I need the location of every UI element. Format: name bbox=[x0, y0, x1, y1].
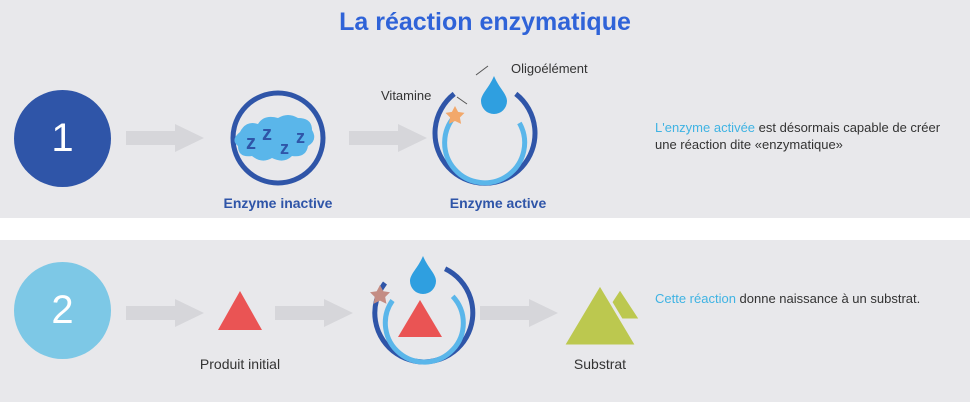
step-1-description: L'enzyme activée est désormais capable d… bbox=[655, 119, 945, 153]
svg-text:z: z bbox=[296, 127, 305, 147]
step-2-band bbox=[0, 240, 970, 402]
page-title: La réaction enzymatique bbox=[339, 8, 631, 36]
svg-text:z: z bbox=[280, 138, 289, 158]
arrow-icon bbox=[480, 299, 558, 327]
step-1-description-text: est désormais capable de créer une réact… bbox=[655, 120, 941, 152]
arrow-icon bbox=[126, 299, 204, 327]
svg-text:z: z bbox=[246, 132, 256, 154]
substrate-label: Substrat bbox=[573, 356, 627, 372]
arrow-icon bbox=[126, 124, 204, 152]
step-1-description-highlight: L'enzyme activée bbox=[655, 120, 756, 135]
vitamin-label: Vitamine bbox=[381, 88, 432, 103]
water-drop-icon bbox=[481, 76, 507, 114]
step-2-description: Cette réaction donne naissance à un subs… bbox=[655, 290, 935, 307]
step-2-number: 2 bbox=[14, 262, 111, 359]
enzyme-inactive-icon: z z z z bbox=[230, 90, 326, 186]
enzyme-active-icon bbox=[432, 65, 538, 186]
step-2-description-text: donne naissance à un substrat. bbox=[735, 291, 921, 306]
star-icon bbox=[445, 106, 465, 124]
substrate-icon bbox=[560, 281, 644, 348]
svg-text:z: z bbox=[262, 123, 272, 145]
trace-element-label: Oligoélément bbox=[511, 61, 588, 76]
enzyme-reaction-icon bbox=[370, 256, 476, 365]
water-drop-icon bbox=[410, 256, 436, 294]
arrow-icon bbox=[349, 124, 427, 152]
step-1-number: 1 bbox=[14, 90, 111, 187]
triangle-icon bbox=[218, 291, 262, 330]
triangle-icon bbox=[398, 300, 442, 337]
sleeping-zzz-icon: z z z z bbox=[246, 123, 305, 158]
enzyme-active-label: Enzyme active bbox=[449, 195, 547, 211]
step-2-description-highlight: Cette réaction bbox=[655, 291, 736, 306]
arrow-icon bbox=[275, 299, 353, 327]
initial-product-label: Produit initial bbox=[199, 356, 281, 372]
star-icon bbox=[370, 285, 390, 304]
enzyme-inactive-label: Enzyme inactive bbox=[223, 195, 333, 211]
